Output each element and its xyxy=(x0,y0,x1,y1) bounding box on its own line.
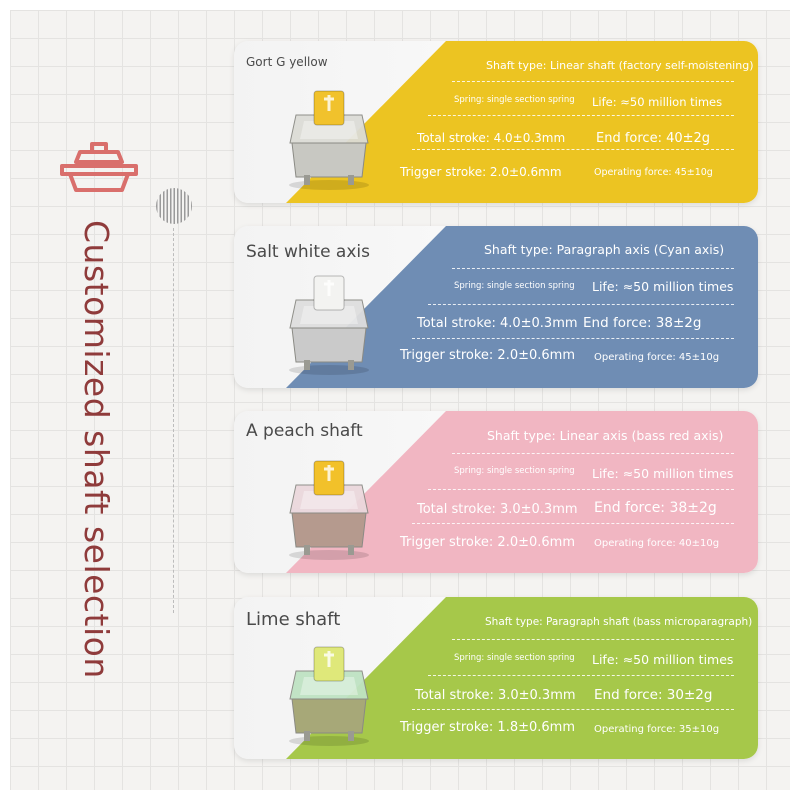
switch-card-yellow: Gort G yellow Shaft type: Linear shaft (f… xyxy=(234,41,758,203)
spec-trigger-stroke: Trigger stroke: 2.0±0.6mm xyxy=(400,535,575,550)
key-switch-image xyxy=(289,90,369,190)
spec-life: Life: ≈50 million times xyxy=(592,466,734,481)
spec-operating-force: Operating force: 35±10g xyxy=(594,724,720,735)
dashed-separator xyxy=(428,675,734,676)
page-title: Customized shaft selection xyxy=(77,220,116,679)
dashed-separator xyxy=(412,149,734,150)
spec-total-stroke: Total stroke: 4.0±0.3mm xyxy=(417,316,578,331)
card-background xyxy=(234,226,758,388)
spec-end-force: End force: 40±2g xyxy=(596,131,711,146)
dashed-separator xyxy=(428,304,734,305)
spec-end-force: End force: 38±2g xyxy=(594,500,717,516)
spec-spring: Spring: single section spring xyxy=(454,95,575,105)
switch-card-lime: Lime shaft Shaft type: Paragraph shaft (b… xyxy=(234,597,758,759)
spec-operating-force: Operating force: 40±10g xyxy=(594,538,720,549)
spec-spring: Spring: single section spring xyxy=(454,466,575,476)
spec-trigger-stroke: Trigger stroke: 2.0±0.6mm xyxy=(400,165,562,179)
spec-total-stroke: Total stroke: 4.0±0.3mm xyxy=(417,131,566,145)
switch-name: Gort G yellow xyxy=(246,55,328,69)
keycap-switch-icon xyxy=(60,142,138,192)
spec-operating-force: Operating force: 45±10g xyxy=(594,352,720,363)
key-switch-image xyxy=(289,460,369,560)
key-switch-image xyxy=(289,646,369,746)
dashed-separator xyxy=(452,639,734,640)
dashed-divider xyxy=(173,228,174,613)
dashed-separator xyxy=(412,338,734,339)
dashed-separator xyxy=(452,81,734,82)
spec-shaft-type: Shaft type: Linear axis (bass red axis) xyxy=(487,428,724,443)
dashed-separator xyxy=(412,709,734,710)
switch-card-peach: A peach shaft Shaft type: Linear axis (ba… xyxy=(234,411,758,573)
spec-total-stroke: Total stroke: 3.0±0.3mm xyxy=(417,502,578,517)
spec-total-stroke: Total stroke: 3.0±0.3mm xyxy=(415,688,576,703)
switch-name: A peach shaft xyxy=(246,421,363,441)
spec-spring: Spring: single section spring xyxy=(454,653,575,663)
spec-operating-force: Operating force: 45±10g xyxy=(594,167,713,178)
dashed-separator xyxy=(452,453,734,454)
dashed-separator xyxy=(428,115,734,116)
switch-name: Lime shaft xyxy=(246,609,341,630)
spec-spring: Spring: single section spring xyxy=(454,281,575,291)
spec-end-force: End force: 38±2g xyxy=(583,315,702,331)
spec-life: Life: ≈50 million times xyxy=(592,95,723,109)
striped-circle-decoration xyxy=(156,188,192,224)
dashed-separator xyxy=(412,523,734,524)
spec-end-force: End force: 30±2g xyxy=(594,687,713,703)
switch-name: Salt white axis xyxy=(246,242,370,262)
spec-shaft-type: Shaft type: Paragraph shaft (bass microp… xyxy=(485,616,753,628)
switch-card-white: Salt white axis Shaft type: Paragraph axi… xyxy=(234,226,758,388)
spec-shaft-type: Shaft type: Linear shaft (factory self-m… xyxy=(486,59,754,72)
spec-shaft-type: Shaft type: Paragraph axis (Cyan axis) xyxy=(484,242,725,257)
spec-trigger-stroke: Trigger stroke: 1.8±0.6mm xyxy=(400,720,575,735)
spec-life: Life: ≈50 million times xyxy=(592,652,734,667)
dashed-separator xyxy=(452,268,734,269)
key-switch-image xyxy=(289,275,369,375)
spec-life: Life: ≈50 million times xyxy=(592,279,734,294)
spec-trigger-stroke: Trigger stroke: 2.0±0.6mm xyxy=(400,348,575,363)
dashed-separator xyxy=(428,489,734,490)
